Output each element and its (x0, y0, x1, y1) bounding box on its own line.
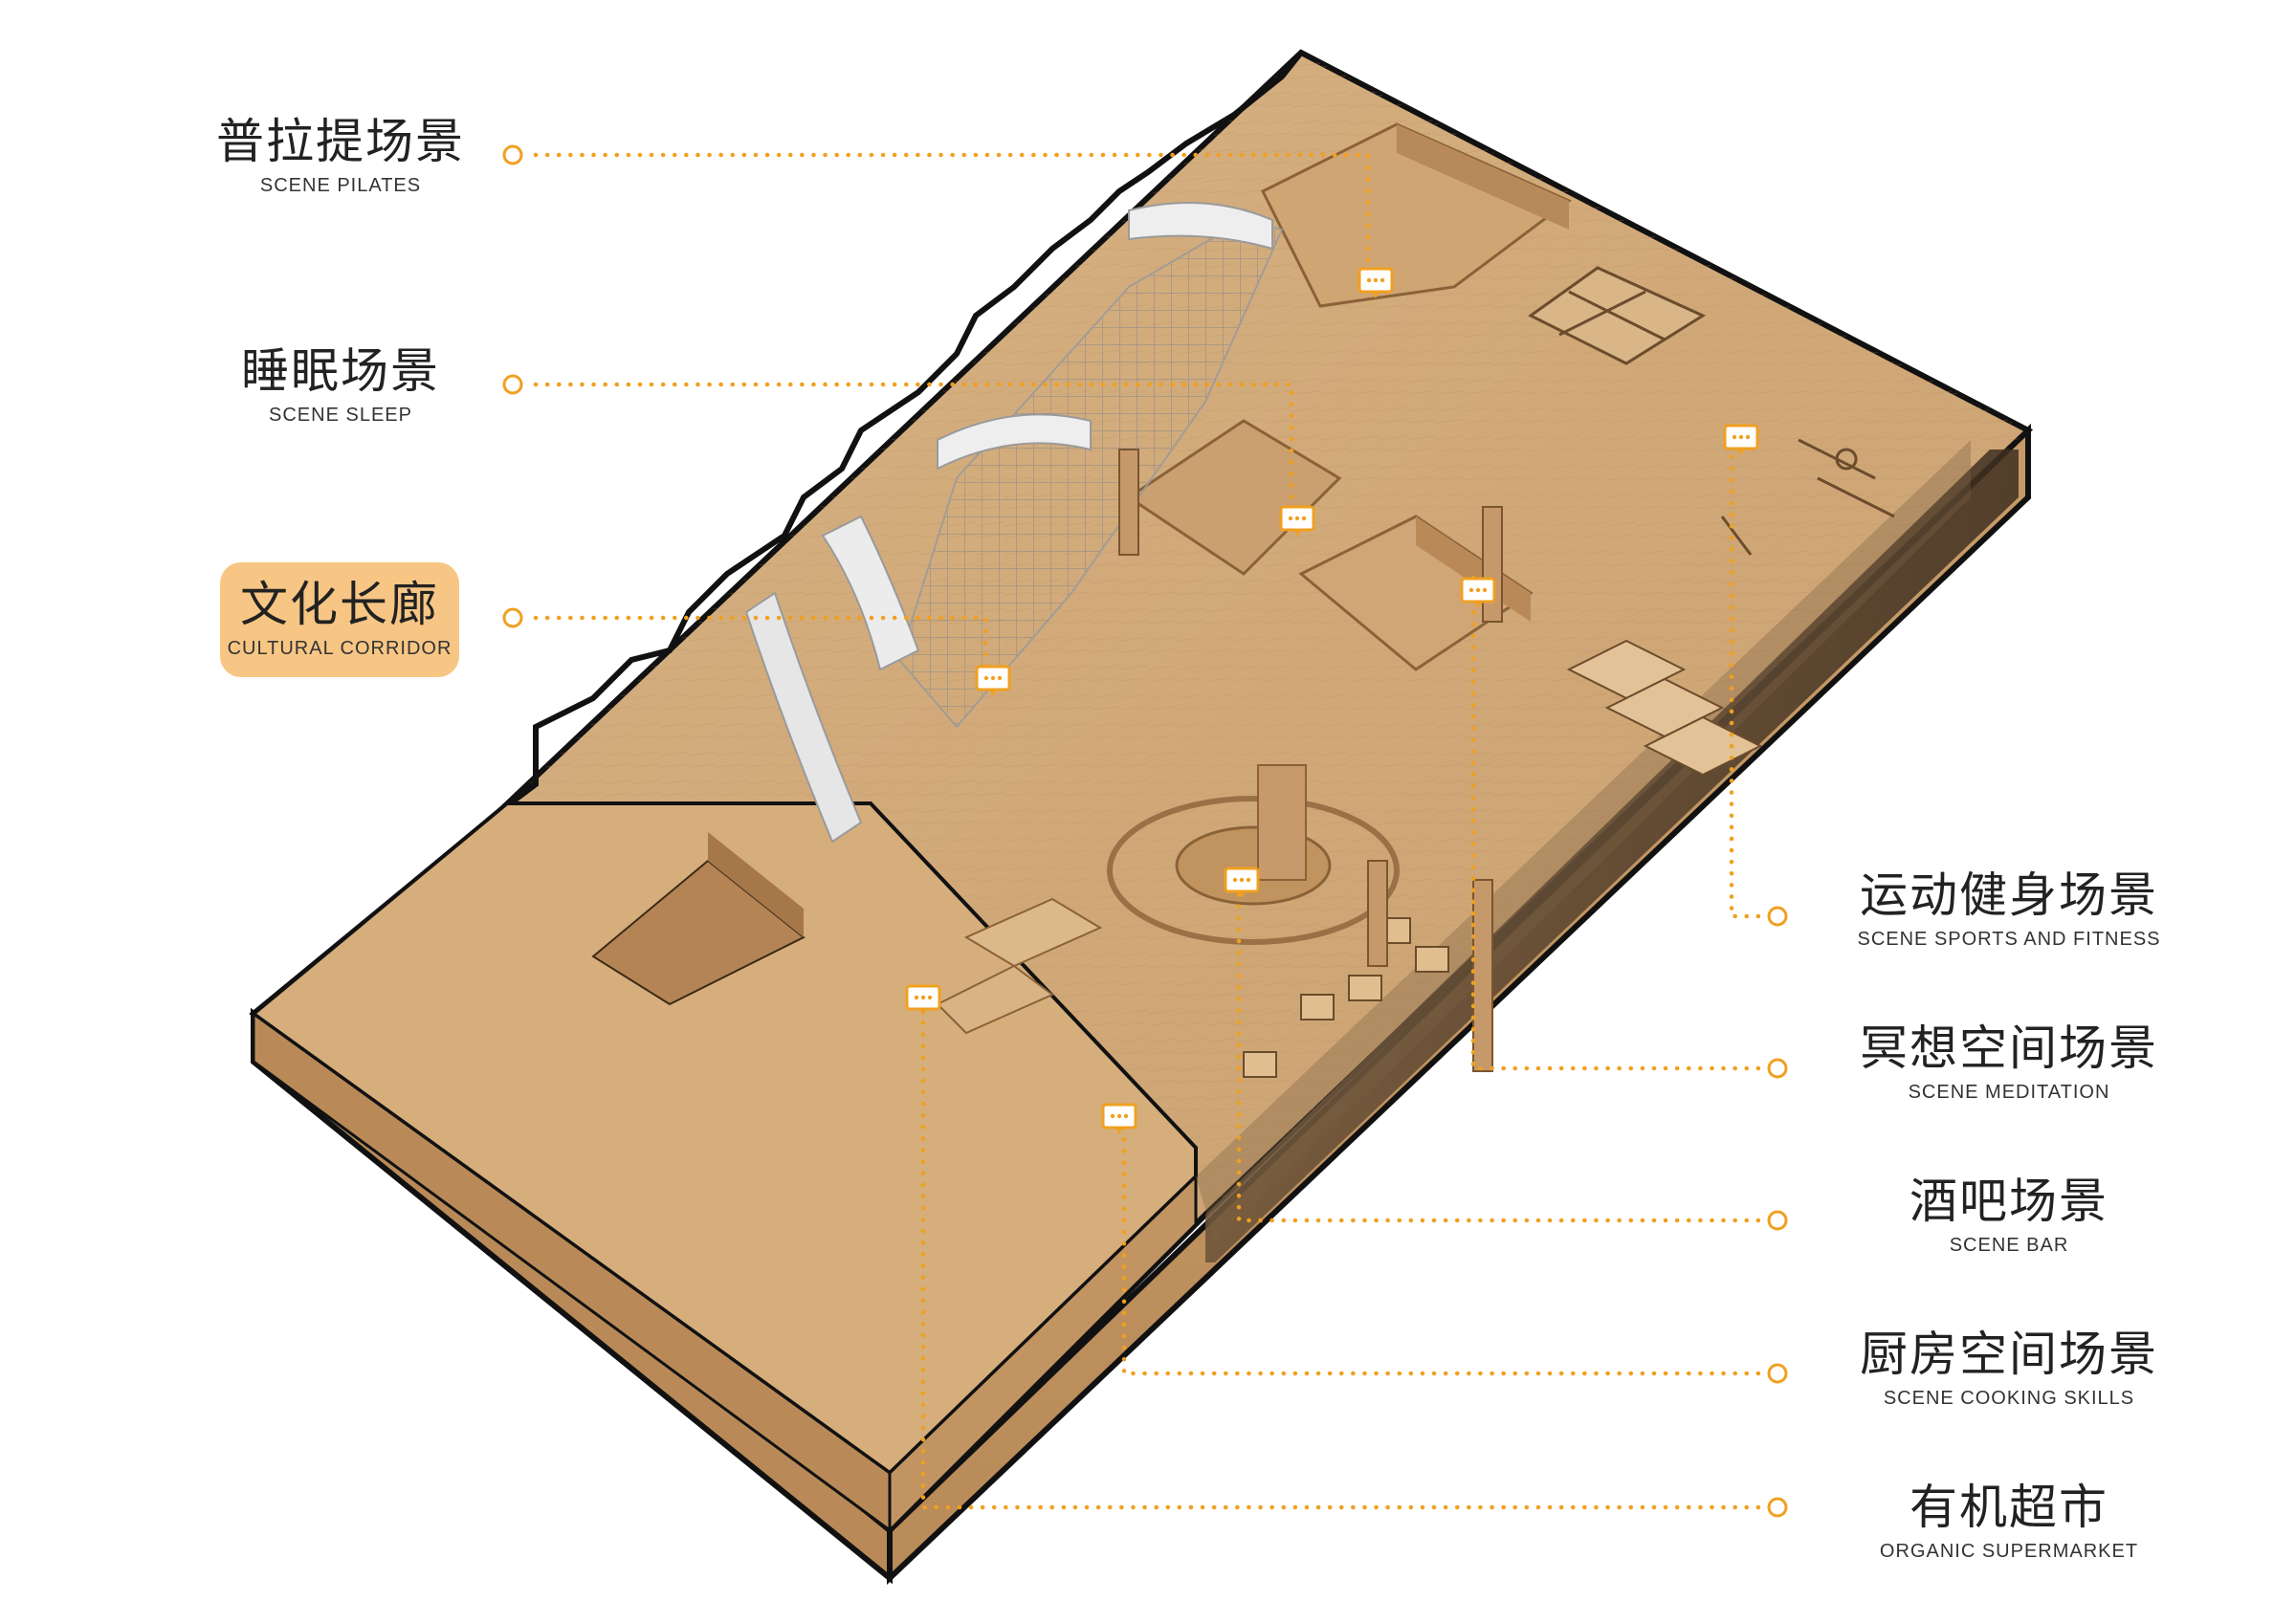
sleep-room (1126, 419, 1342, 576)
label-pilates-en: SCENE PILATES (259, 175, 422, 196)
corridor-curtain-1 (744, 591, 863, 844)
supermarket-block-left (252, 1011, 892, 1533)
label-corridor-en: CULTURAL CORRIDOR (227, 638, 453, 659)
label-pilates-cn: 普拉提场景 (216, 114, 465, 169)
label-fitness-en: SCENE SPORTS AND FITNESS (1857, 929, 2161, 950)
label-pilates: 普拉提场景 SCENE PILATES (140, 113, 541, 197)
label-fitness: 运动健身场景 SCENE SPORTS AND FITNESS (1808, 867, 2210, 951)
kitchen-counter (963, 897, 1103, 968)
fitness-equipment (1720, 438, 1895, 556)
label-cooking-en: SCENE COOKING SKILLS (1883, 1388, 2135, 1409)
label-sleep-cn: 睡眠场景 (241, 343, 440, 399)
label-bar-cn: 酒吧场景 (1910, 1174, 2108, 1229)
north-wall (496, 51, 1304, 816)
glass-facade-front (1196, 440, 1971, 1243)
label-corridor: 文化长廊 CULTURAL CORRIDOR (220, 562, 459, 677)
label-cooking-cn: 厨房空间场景 (1860, 1327, 2158, 1382)
label-supermarket: 有机超市 ORGANIC SUPERMARKET (1808, 1479, 2210, 1563)
label-meditation: 冥想空间场景 SCENE MEDITATION (1808, 1020, 2210, 1104)
bar-column (1257, 764, 1307, 881)
label-corridor-cn: 文化长廊 (240, 577, 439, 632)
corridor-curtain-3 (1128, 202, 1273, 251)
label-sleep: 睡眠场景 SCENE SLEEP (140, 342, 541, 427)
label-supermarket-en: ORGANIC SUPERMARKET (1879, 1541, 2139, 1562)
corridor-curtain-2 (821, 515, 920, 671)
label-fitness-cn: 运动健身场景 (1860, 867, 2158, 923)
label-bar-en: SCENE BAR (1949, 1235, 2069, 1256)
label-bar: 酒吧场景 SCENE BAR (1808, 1173, 2210, 1257)
label-sleep-en: SCENE SLEEP (269, 405, 412, 426)
label-meditation-en: SCENE MEDITATION (1908, 1082, 2110, 1103)
label-cooking: 厨房空间场景 SCENE COOKING SKILLS (1808, 1326, 2210, 1410)
glass-facade (1205, 450, 2019, 1262)
label-meditation-cn: 冥想空间场景 (1860, 1020, 2158, 1076)
leader-endpoints (502, 144, 1788, 1518)
leader-lines (533, 152, 1773, 1510)
retail-shelves (1566, 639, 1763, 777)
lounge-chairs (1243, 917, 1449, 1078)
label-supermarket-cn: 有机超市 (1910, 1480, 2108, 1535)
bar-outer-ring (1107, 796, 1400, 945)
pilates-room-wall (1397, 124, 1569, 230)
kitchen-island (936, 964, 1054, 1035)
corridor-curtain-4 (937, 413, 1092, 471)
light-well-wall (708, 832, 804, 937)
